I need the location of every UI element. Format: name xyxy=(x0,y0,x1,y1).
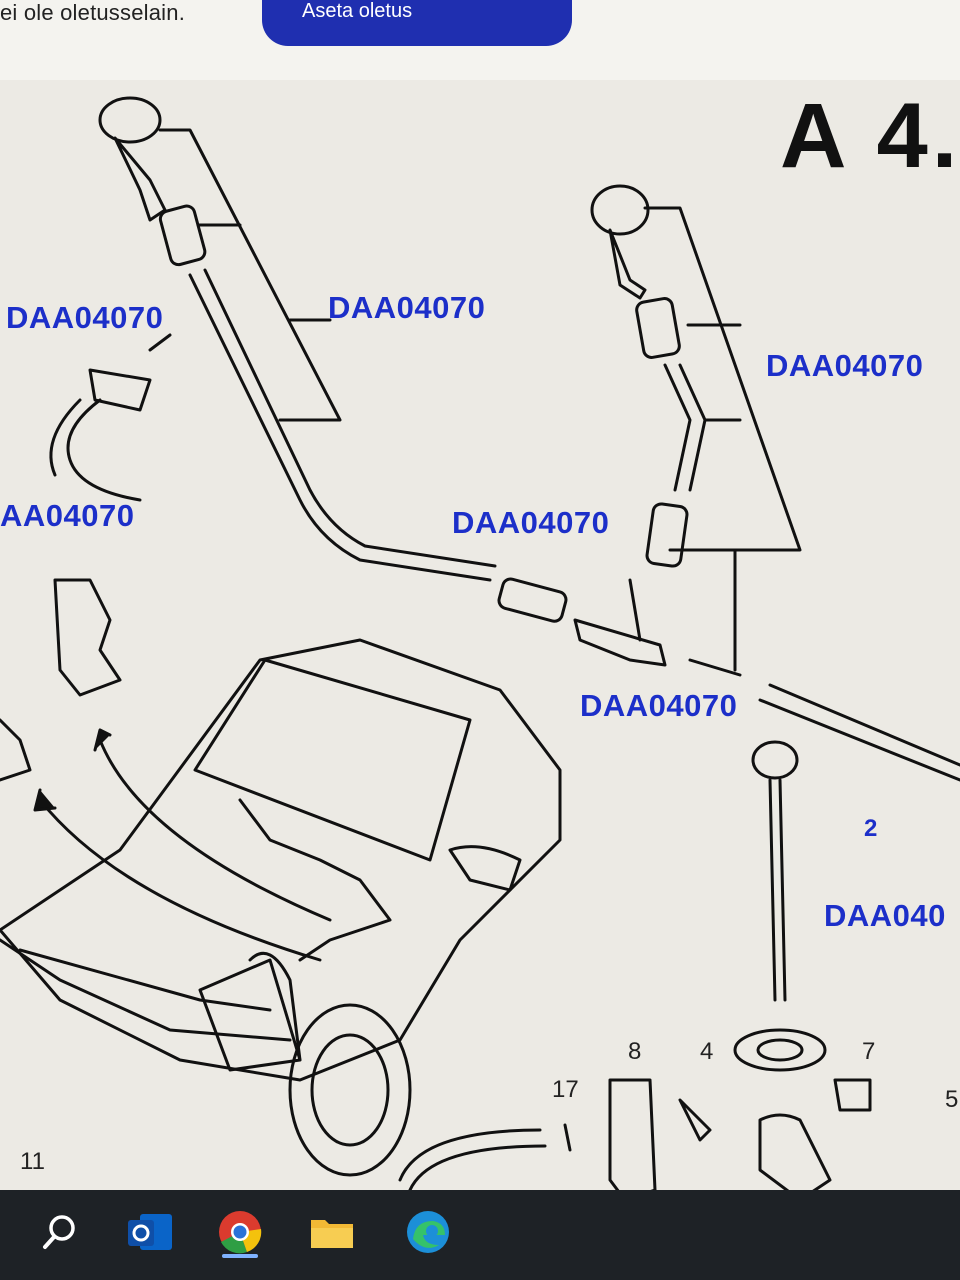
right-hose xyxy=(758,698,960,782)
search-button[interactable] xyxy=(28,1200,92,1264)
part-number-2: 2 xyxy=(864,815,878,842)
file-explorer-icon xyxy=(311,1220,353,1248)
right-upper-hose xyxy=(663,363,692,492)
bracket-5 xyxy=(833,1078,872,1112)
headlight xyxy=(198,958,302,1072)
front-wheel xyxy=(288,1003,412,1177)
filler-neck xyxy=(758,1113,832,1200)
callout-label[interactable]: DAA04070 xyxy=(766,348,924,383)
callout-label[interactable]: AA04070 xyxy=(0,498,135,533)
default-browser-notice: ei ole oletusselain. Aseta oletus xyxy=(0,0,960,81)
outlook-icon xyxy=(128,1214,172,1250)
left-bracket xyxy=(158,128,342,422)
left-valve xyxy=(88,368,152,412)
part-number-8: 8 xyxy=(628,1038,642,1065)
callout-label[interactable]: DAA04070 xyxy=(6,300,164,335)
windshield xyxy=(193,658,472,862)
diagram-title: A 4. xyxy=(780,85,960,187)
dipstick-cap xyxy=(751,740,799,780)
washer-ring xyxy=(733,1028,827,1072)
part-number-17: 17 xyxy=(552,1076,579,1103)
edge-icon xyxy=(407,1211,449,1253)
part-number-7: 7 xyxy=(862,1038,876,1065)
part-number-11: 11 xyxy=(20,1148,45,1175)
outlook-button[interactable] xyxy=(118,1200,182,1264)
chrome-button[interactable] xyxy=(208,1200,272,1264)
left-hose xyxy=(188,273,492,582)
set-default-button[interactable]: Aseta oletus xyxy=(262,0,572,46)
callout-label[interactable]: DAA040 xyxy=(824,898,946,933)
taskbar xyxy=(0,1190,960,1280)
arrow-upper xyxy=(98,738,332,922)
left-clip xyxy=(53,578,122,697)
wiring-harness xyxy=(238,798,392,962)
dipstick xyxy=(768,778,777,1002)
washer-pump xyxy=(608,1078,657,1200)
t-piece xyxy=(573,618,667,667)
edge-button[interactable] xyxy=(396,1200,460,1264)
car-body xyxy=(0,638,562,1082)
parts-diagram: A 4. DAA04070 DAA04070 DAA04070 AA04070 … xyxy=(0,80,960,1200)
callout-label[interactable]: DAA04070 xyxy=(328,290,486,325)
callout-label[interactable]: DAA04070 xyxy=(452,505,610,540)
notice-text: ei ole oletusselain. xyxy=(0,0,186,25)
right-lower-connector xyxy=(645,502,689,568)
bottom-hose xyxy=(398,1128,542,1182)
left-jet-nozzle xyxy=(98,96,162,144)
left-edge-part xyxy=(0,718,32,782)
chrome-icon xyxy=(219,1211,262,1254)
side-mirror xyxy=(448,845,522,892)
left-nozzle-stem xyxy=(113,136,167,222)
file-explorer-button[interactable] xyxy=(300,1200,364,1264)
diagram-drawing xyxy=(0,96,960,1200)
left-connector xyxy=(158,204,207,267)
right-jet-nozzle xyxy=(590,184,650,236)
right-connector xyxy=(635,297,681,359)
middle-connector xyxy=(497,577,568,623)
left-small-hose xyxy=(66,398,142,502)
arrow-lower xyxy=(38,798,322,962)
callout-label[interactable]: DAA04070 xyxy=(580,688,738,723)
screw xyxy=(678,1098,712,1142)
search-icon xyxy=(43,1215,75,1249)
part-number-5: 5 xyxy=(945,1086,959,1113)
part-number-4: 4 xyxy=(700,1038,714,1065)
active-indicator xyxy=(222,1254,258,1258)
